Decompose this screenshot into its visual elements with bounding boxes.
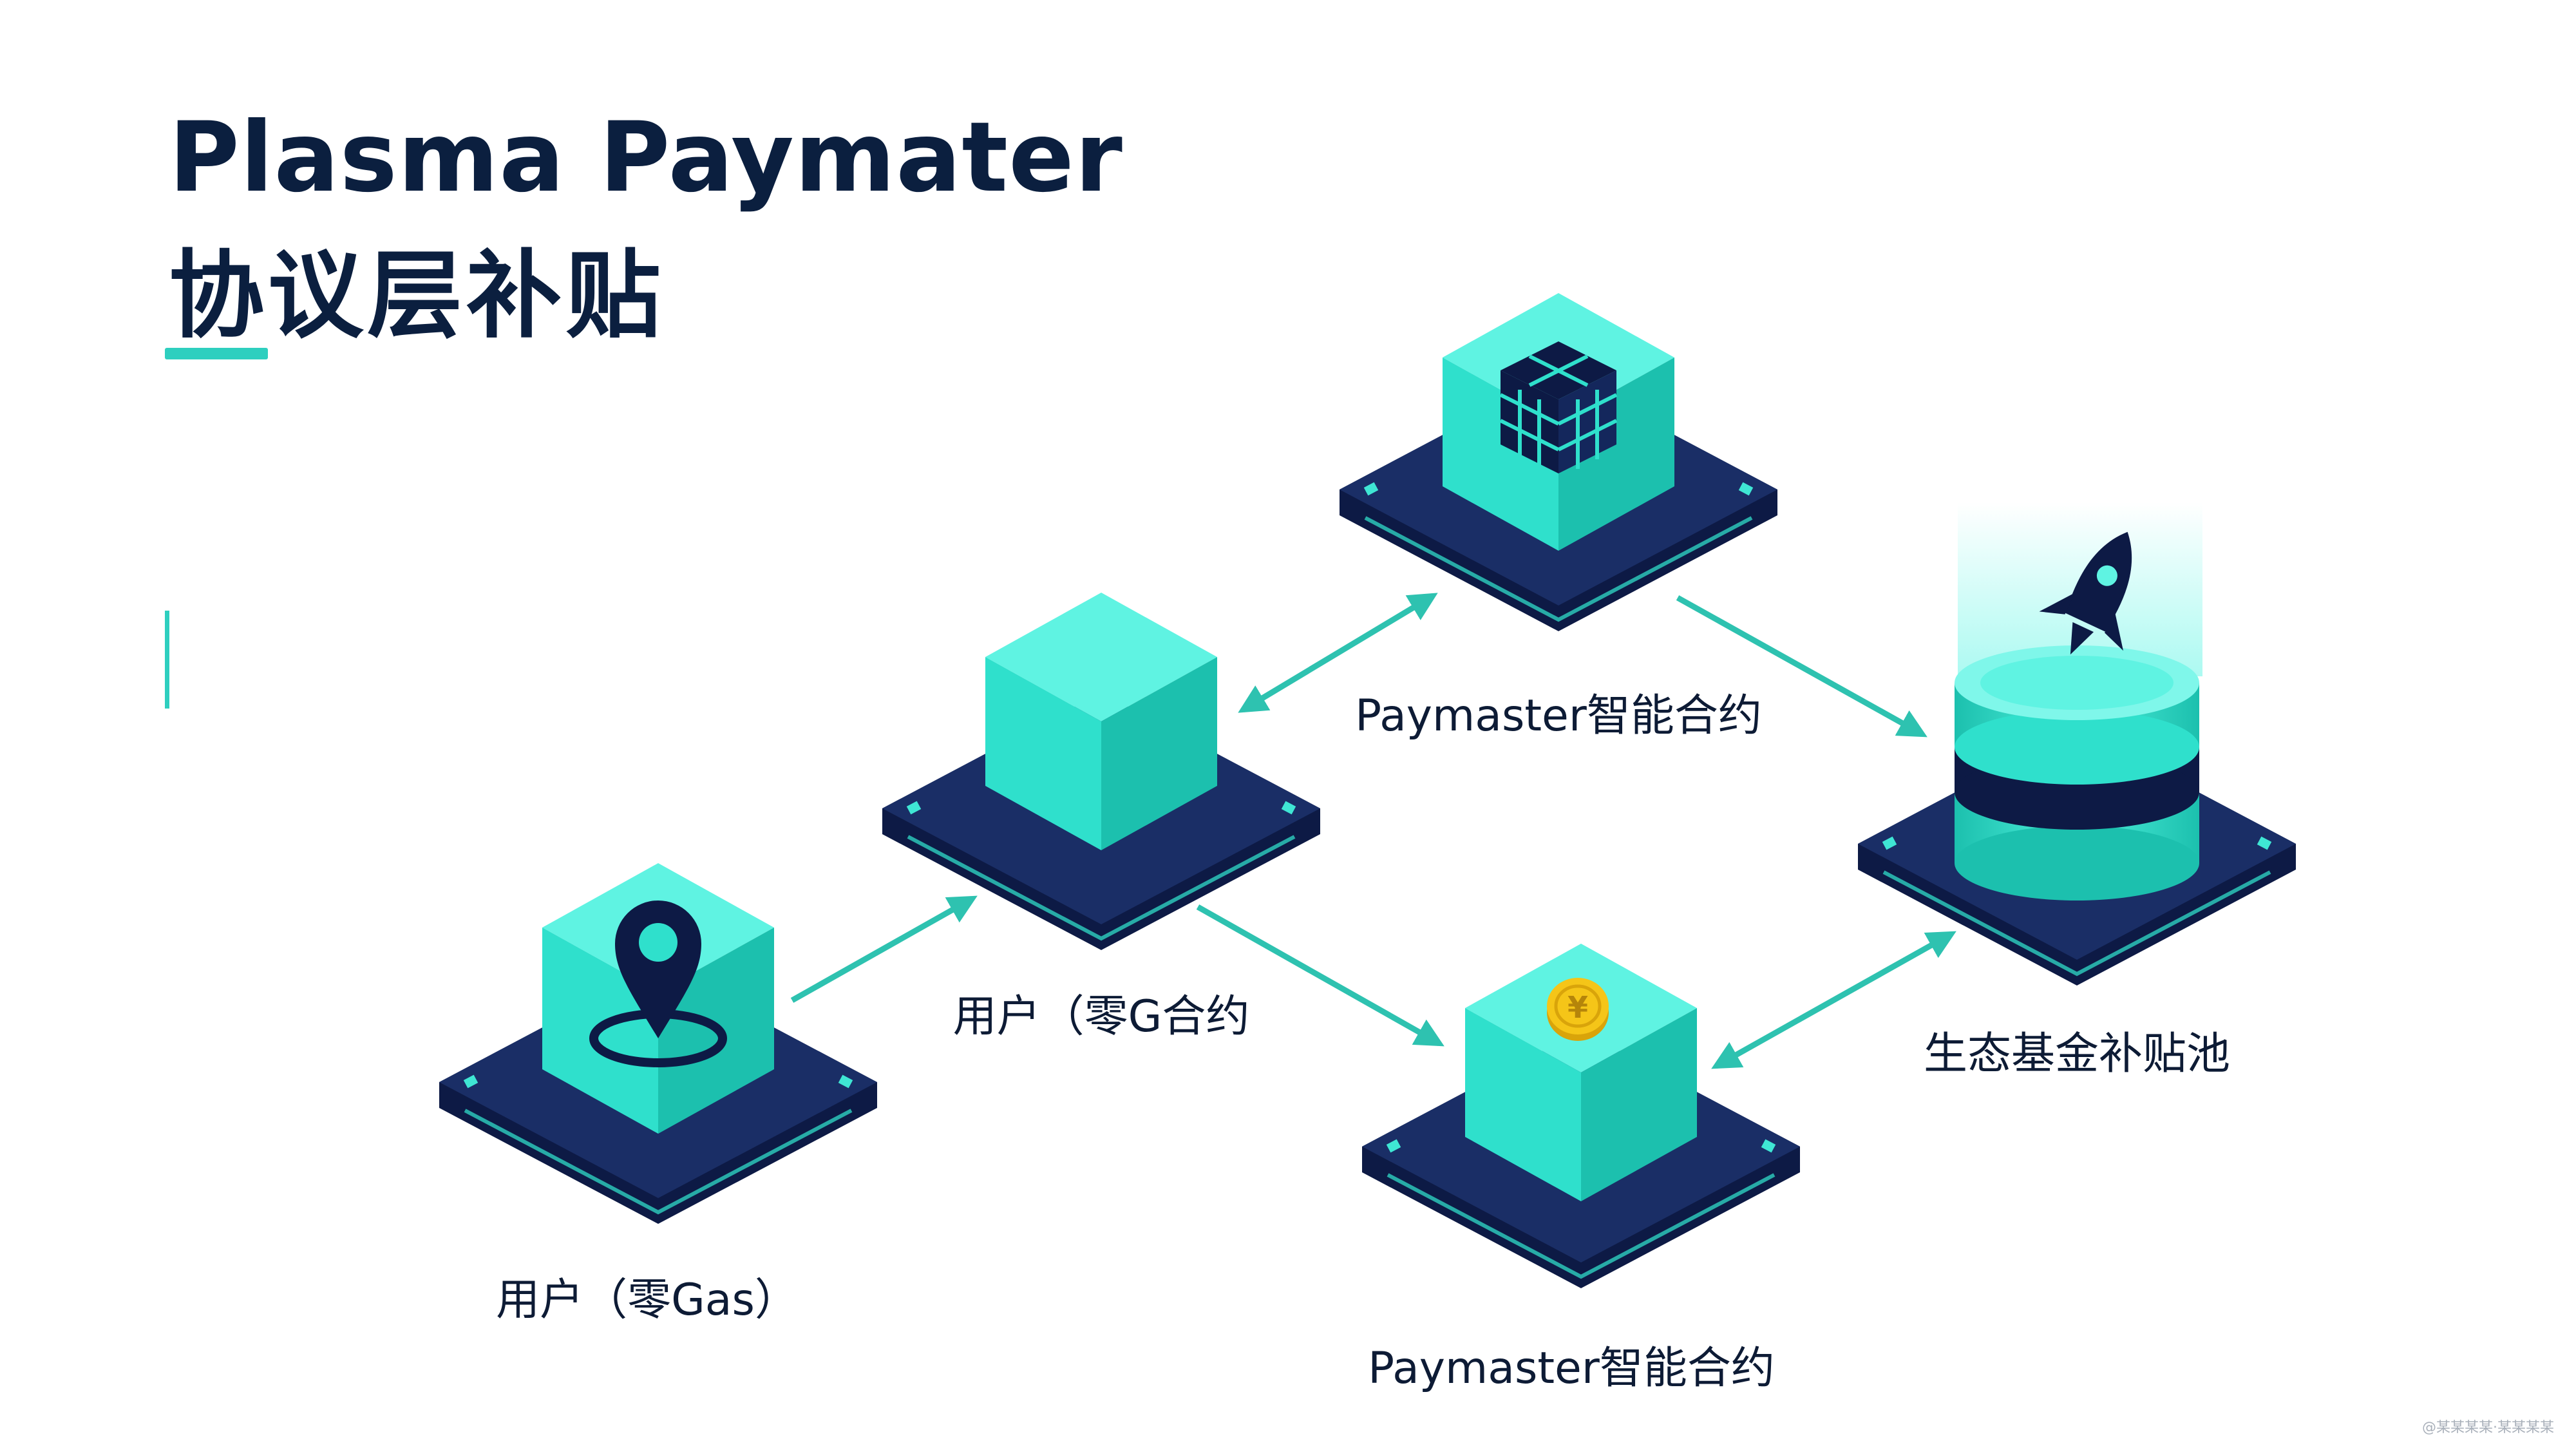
pool-cylinder xyxy=(1955,645,2199,900)
node-user-zero-gas xyxy=(439,863,877,1224)
title-accent-bar xyxy=(165,348,268,359)
node-paymaster-top xyxy=(1340,293,1777,631)
coin-icon: ¥ xyxy=(1547,978,1609,1041)
connectors xyxy=(790,593,1956,1069)
node-eco-fund-pool xyxy=(1858,502,2296,986)
arrow-user-to-user-g xyxy=(790,895,978,1003)
side-accent-tick xyxy=(165,611,169,709)
label-user-zero-g: 用户（零G合约 xyxy=(952,991,1250,1042)
arrow-paymaster-top-to-pool xyxy=(1676,595,1927,738)
label-user-zero-gas: 用户（零Gas） xyxy=(496,1275,799,1326)
svg-text:¥: ¥ xyxy=(1567,990,1588,1025)
location-pin-icon xyxy=(589,900,727,1067)
watermark: @某某某某·某某某某 xyxy=(2422,1420,2554,1436)
arrow-paymaster-bottom-pool xyxy=(1711,931,1956,1069)
node-user-zero-g xyxy=(882,593,1320,950)
grid-cube-icon xyxy=(1499,341,1618,473)
label-paymaster-top: Paymaster智能合约 xyxy=(1355,691,1762,741)
rocket-icon xyxy=(2039,531,2132,655)
node-paymaster-bottom: ¥ xyxy=(1362,944,1800,1288)
title-line-1: Plasma Paymater xyxy=(169,102,1123,214)
label-eco-fund-pool: 生态基金补贴池 xyxy=(1923,1029,2231,1080)
arrow-user-g-paymaster-top xyxy=(1238,593,1438,713)
arrow-user-g-to-paymaster-bottom xyxy=(1196,904,1444,1047)
label-paymaster-bottom: Paymaster智能合约 xyxy=(1368,1343,1775,1394)
cube-user-zero-g xyxy=(985,593,1217,850)
title-line-2: 协议层补贴 xyxy=(169,240,665,351)
